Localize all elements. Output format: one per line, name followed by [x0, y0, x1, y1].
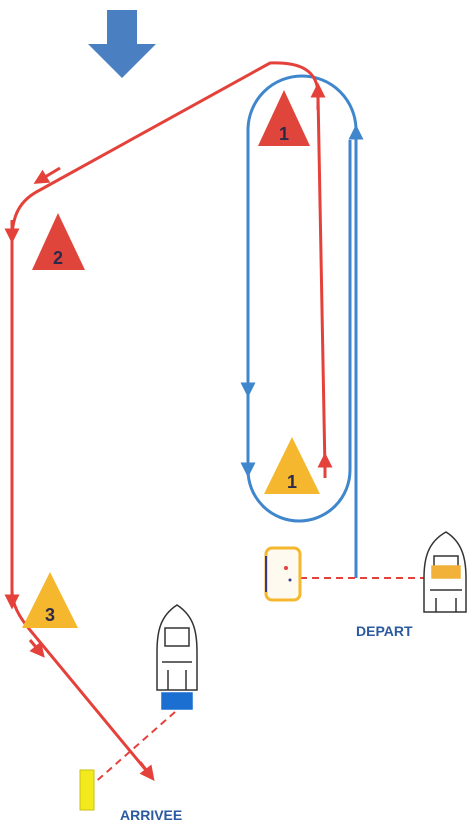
course-mark-1-orange: 1 — [264, 437, 320, 494]
mark-number-label: 1 — [287, 472, 297, 492]
course-mark-3-orange: 3 — [22, 572, 78, 628]
red-route — [4, 61, 333, 781]
arrivee-label: ARRIVEE — [120, 807, 182, 823]
depart-label: DEPART — [356, 623, 413, 639]
wind-direction-arrow-icon — [88, 10, 156, 78]
finish-line — [91, 711, 176, 786]
course-mark-1-red: 1 — [258, 90, 310, 146]
finish-boat-icon — [156, 604, 198, 710]
finish-buoy-icon — [79, 769, 95, 811]
blue-route — [240, 74, 364, 578]
course-mark-2-red: 2 — [32, 213, 85, 270]
mark-number-label: 1 — [279, 124, 289, 144]
mark-number-label: 2 — [53, 248, 63, 268]
start-buoy-icon — [264, 546, 302, 602]
mark-number-label: 3 — [45, 605, 55, 625]
committee-boat-icon — [423, 531, 467, 613]
